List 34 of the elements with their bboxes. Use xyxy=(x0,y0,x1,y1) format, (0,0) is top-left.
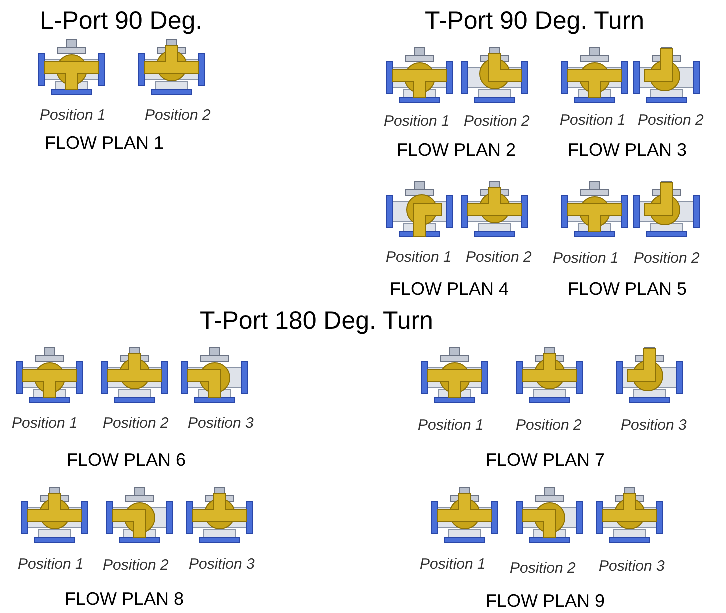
position-label: Position 3 xyxy=(599,559,665,576)
position-label: Position 1 xyxy=(40,108,106,124)
position-label: Position 1 xyxy=(553,251,619,268)
flow-plan-label: FLOW PLAN 8 xyxy=(65,590,184,610)
flow-plan-label: FLOW PLAN 2 xyxy=(397,141,516,161)
heading: L-Port 90 Deg. xyxy=(40,8,203,36)
position-label: Position 3 xyxy=(188,416,254,432)
position-label: Position 1 xyxy=(384,114,450,130)
flow-plan-label: FLOW PLAN 7 xyxy=(486,451,606,471)
heading: T-Port 180 Deg. Turn xyxy=(200,308,434,336)
position-label: Position 2 xyxy=(466,250,532,266)
position-label: Position 1 xyxy=(386,250,452,266)
position-label: Position 2 xyxy=(516,418,582,434)
flow-plan-label: FLOW PLAN 6 xyxy=(67,451,186,471)
position-label: Position 1 xyxy=(12,416,78,432)
heading: T-Port 90 Deg. Turn xyxy=(425,8,645,36)
position-label: Position 1 xyxy=(420,557,486,574)
flow-plan-label: FLOW PLAN 4 xyxy=(390,280,510,300)
position-label: Position 2 xyxy=(103,416,169,432)
flow-plan-label: FLOW PLAN 1 xyxy=(45,134,164,154)
flow-plan-label: FLOW PLAN 5 xyxy=(568,280,688,300)
position-label: Position 1 xyxy=(560,113,626,130)
position-label: Position 2 xyxy=(638,113,704,130)
flow-plan-label: FLOW PLAN 3 xyxy=(568,141,688,161)
position-label: Position 1 xyxy=(18,557,84,574)
position-label: Position 2 xyxy=(145,108,211,124)
position-label: Position 2 xyxy=(464,114,530,130)
position-label: Position 2 xyxy=(634,251,700,268)
position-label: Position 2 xyxy=(510,561,576,578)
position-label: Position 1 xyxy=(418,418,484,434)
position-label: Position 3 xyxy=(189,557,255,574)
flow-plan-label: FLOW PLAN 9 xyxy=(486,592,606,612)
position-label: Position 3 xyxy=(621,418,687,434)
position-label: Position 2 xyxy=(103,558,169,574)
